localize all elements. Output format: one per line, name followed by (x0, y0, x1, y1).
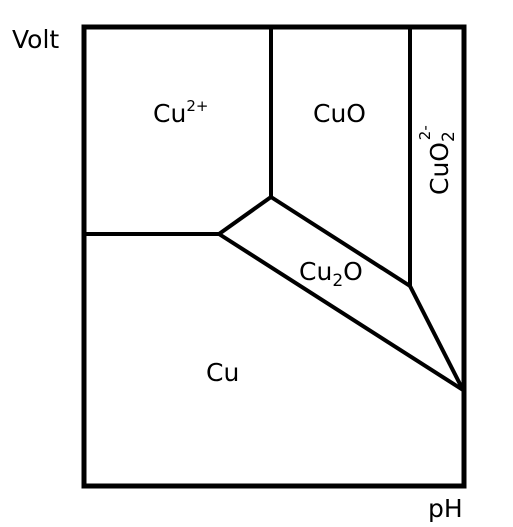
cuo2-charge: 2- (416, 125, 434, 140)
boundary-cuo2-cu2o (408, 285, 465, 391)
cu2o-cu: Cu (299, 257, 332, 286)
boundary-cu2o-cu (217, 232, 465, 392)
region-label-cuo: CuO (313, 99, 366, 128)
x-axis-label: pH (428, 494, 463, 523)
boundary-cuo-cu2o (269, 195, 412, 288)
diagram-frame (81, 24, 467, 489)
boundary-cu2-cu2o (217, 195, 273, 236)
y-axis-label: Volt (12, 25, 59, 54)
cuo2-subscript: 2 (439, 131, 459, 142)
region-label-cuo2: CuO2 2- (416, 125, 459, 195)
region-label-cu2o: Cu2O (299, 257, 363, 291)
cu2o-o: O (343, 257, 363, 286)
cu2plus-base: Cu (153, 99, 186, 128)
cu2o-subscript: 2 (332, 271, 343, 291)
region-label-cu: Cu (206, 358, 239, 387)
cuo2-base: CuO (425, 142, 454, 195)
region-label-cu2plus: Cu2+ (153, 97, 208, 128)
cu2plus-charge: 2+ (186, 97, 208, 115)
